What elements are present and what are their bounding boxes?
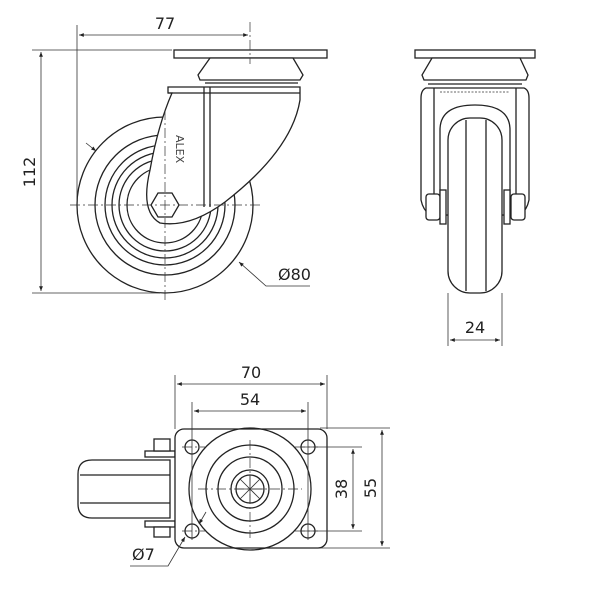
dim-diameter-7: Ø7 bbox=[132, 545, 155, 564]
dim-24: 24 bbox=[465, 318, 485, 337]
dim-55: 55 bbox=[361, 478, 380, 498]
wheel-side bbox=[447, 117, 503, 294]
top-plate bbox=[173, 49, 328, 59]
dim-112: 112 bbox=[20, 157, 39, 188]
dim-54: 54 bbox=[240, 390, 260, 409]
wheel-top bbox=[77, 459, 171, 519]
dim-70: 70 bbox=[241, 363, 261, 382]
side-view: 24 bbox=[414, 49, 536, 346]
logo-text: ALEX bbox=[173, 135, 186, 164]
dim-77: 77 bbox=[155, 14, 175, 33]
dim-diameter-80: Ø80 bbox=[278, 265, 311, 284]
swivel-housing bbox=[197, 57, 304, 81]
dim-38: 38 bbox=[332, 479, 351, 499]
front-view: ALEX 77 112 Ø80 bbox=[20, 14, 328, 302]
fork bbox=[146, 86, 301, 225]
top-view: 70 54 55 38 Ø7 bbox=[77, 363, 390, 567]
